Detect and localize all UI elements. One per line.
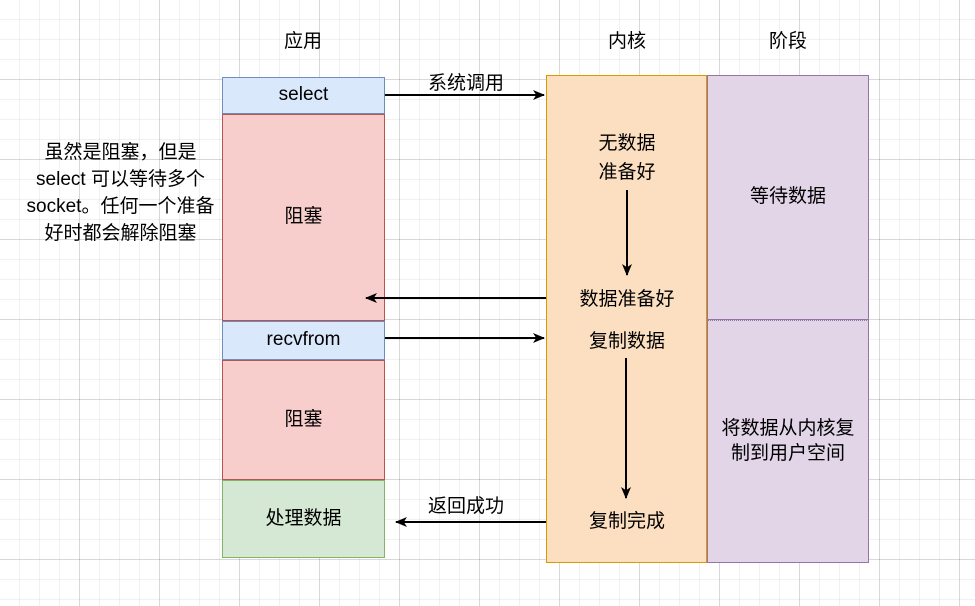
column-header-kernel: 内核 xyxy=(607,31,647,52)
kernel-state-copy-data: 复制数据 xyxy=(588,331,666,352)
app-box-process-data[interactable]: 处理数据 xyxy=(222,480,385,558)
kernel-state-copy-done: 复制完成 xyxy=(588,511,666,532)
app-box-blocking-2[interactable]: 阻塞 xyxy=(222,360,385,480)
app-box-blocking-1[interactable]: 阻塞 xyxy=(222,114,385,321)
stage-box-waiting-for-data[interactable]: 等待数据 xyxy=(707,75,869,320)
arrow-label-return-success: 返回成功 xyxy=(427,496,505,517)
stage-box-copy-kernel-to-user[interactable]: 将数据从内核复制到用户空间 xyxy=(707,320,869,563)
app-box-recvfrom[interactable]: recvfrom xyxy=(222,321,385,360)
column-header-application: 应用 xyxy=(283,31,323,52)
kernel-state-data-ready: 数据准备好 xyxy=(579,289,675,310)
arrow-label-system-call: 系统调用 xyxy=(427,73,505,94)
column-header-stage: 阶段 xyxy=(768,31,808,52)
kernel-state-no-data-ready-line1: 无数据 xyxy=(598,133,656,154)
kernel-state-no-data-ready-line2: 准备好 xyxy=(598,162,656,183)
app-box-select[interactable]: select xyxy=(222,77,385,114)
note-select-blocking: 虽然是阻塞，但是 select 可以等待多个 socket。任何一个准备好时都会… xyxy=(26,142,215,244)
